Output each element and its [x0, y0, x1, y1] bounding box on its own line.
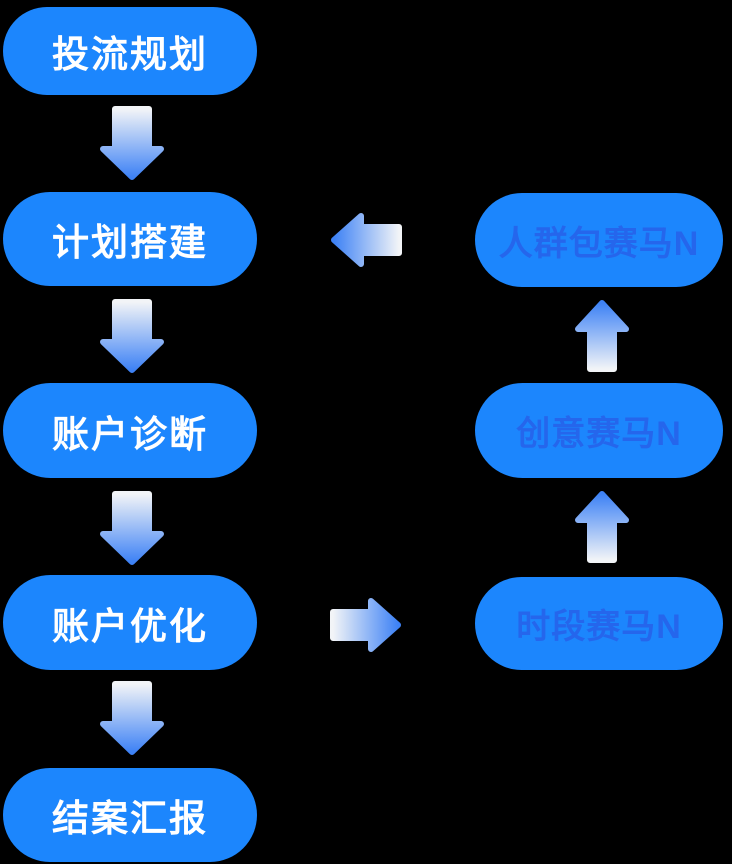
node-account-diagnosis: 账户诊断 — [3, 383, 257, 478]
arrow-up-icon — [575, 491, 629, 563]
node-traffic-planning: 投流规划 — [3, 7, 257, 95]
node-creative-racing: 创意赛马N — [475, 383, 723, 478]
node-plan-setup: 计划搭建 — [3, 192, 257, 286]
arrow-up-icon — [575, 300, 629, 372]
node-final-report: 结案汇报 — [3, 768, 257, 862]
arrow-left-icon — [331, 213, 402, 267]
node-audience-pack-racing: 人群包赛马N — [475, 193, 723, 287]
arrow-down-icon — [100, 491, 164, 565]
node-label: 计划搭建 — [52, 222, 208, 263]
node-label: 账户优化 — [52, 605, 208, 647]
arrow-down-icon — [100, 681, 164, 755]
node-timeslot-racing: 时段赛马N — [475, 577, 723, 670]
node-label: 结案汇报 — [52, 798, 208, 839]
node-label: 创意赛马N — [516, 415, 682, 453]
node-label: 人群包赛马N — [498, 224, 700, 263]
arrow-down-icon — [100, 299, 164, 373]
arrow-down-icon — [100, 106, 164, 180]
node-label: 投流规划 — [52, 34, 208, 75]
node-account-optimization: 账户优化 — [3, 575, 257, 670]
node-label: 账户诊断 — [52, 413, 208, 455]
arrow-right-icon — [330, 598, 401, 652]
node-label: 时段赛马N — [516, 608, 682, 646]
